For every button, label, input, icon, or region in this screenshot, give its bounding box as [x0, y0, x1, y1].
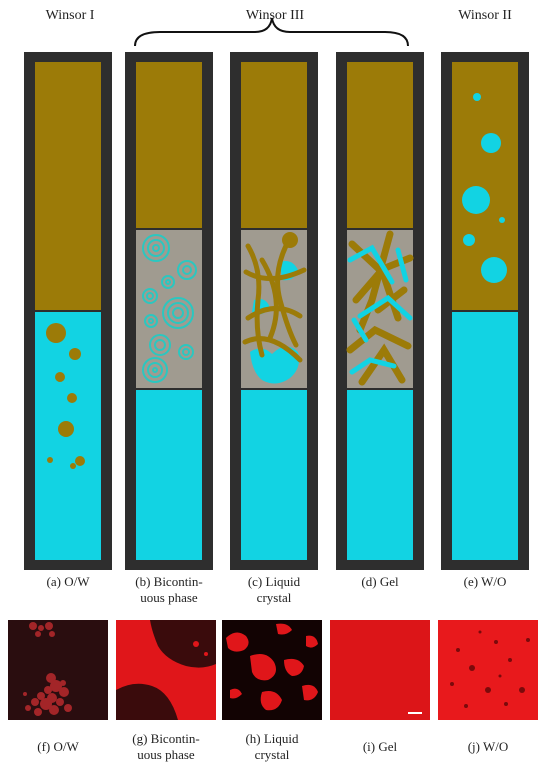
tube-label-b-line1: (b) Bicontin-: [135, 574, 203, 589]
tube-label-c-line1: (c) Liquid: [247, 574, 301, 589]
micro-label-f: (f) O/W: [37, 739, 79, 754]
micrograph-o-w: [8, 620, 108, 720]
micro-label-i: (i) Gel: [362, 739, 398, 754]
tube-w-o: [441, 52, 529, 570]
micro-label-g-line1: (g) Bicontin-: [132, 731, 200, 746]
micrograph-liquid-crystal: [222, 620, 322, 720]
scale-bar: [408, 712, 422, 714]
micrograph-gel: [330, 620, 430, 720]
tube-bicontinuous: [125, 52, 213, 570]
oil-droplets: [46, 323, 85, 469]
winsor-2-heading: Winsor II: [458, 8, 512, 23]
tube-label-c: (c) Liquid crystal: [224, 574, 324, 606]
liquid-crystal-network: [242, 235, 307, 363]
winsor-3-heading: Winsor III: [245, 8, 305, 23]
micro-label-j: (j) W/O: [467, 739, 509, 754]
tube-label-d: (d) Gel: [361, 574, 399, 589]
micro-label-h: (h) Liquid crystal: [222, 731, 322, 763]
tube-label-b-line2: uous phase: [140, 590, 198, 605]
micro-label-h-line2: crystal: [254, 747, 290, 762]
tube-liquid-crystal: [230, 52, 318, 570]
bicontinuous-rings: [142, 234, 197, 383]
micro-label-g: (g) Bicontin- uous phase: [108, 731, 224, 763]
phase-diagram: [24, 17, 529, 570]
tube-label-a: (a) O/W: [46, 574, 90, 589]
tube-label-e: (e) W/O: [463, 574, 507, 589]
tube-gel: [336, 52, 424, 570]
micro-label-g-line2: uous phase: [137, 747, 195, 762]
water-droplets: [462, 93, 507, 283]
micro-label-h-line1: (h) Liquid: [245, 731, 299, 746]
micrograph-w-o: [438, 620, 538, 720]
winsor-1-heading: Winsor I: [45, 8, 95, 23]
winsor-3-brace: [134, 17, 409, 47]
oil-phase: [35, 62, 101, 310]
tube-label-b: (b) Bicontin- uous phase: [114, 574, 224, 606]
micrograph-bicontinuous: [116, 620, 216, 720]
gel-water-strands: [347, 244, 413, 375]
tube-label-c-line2: crystal: [256, 590, 292, 605]
tube-o-w: [24, 52, 112, 570]
